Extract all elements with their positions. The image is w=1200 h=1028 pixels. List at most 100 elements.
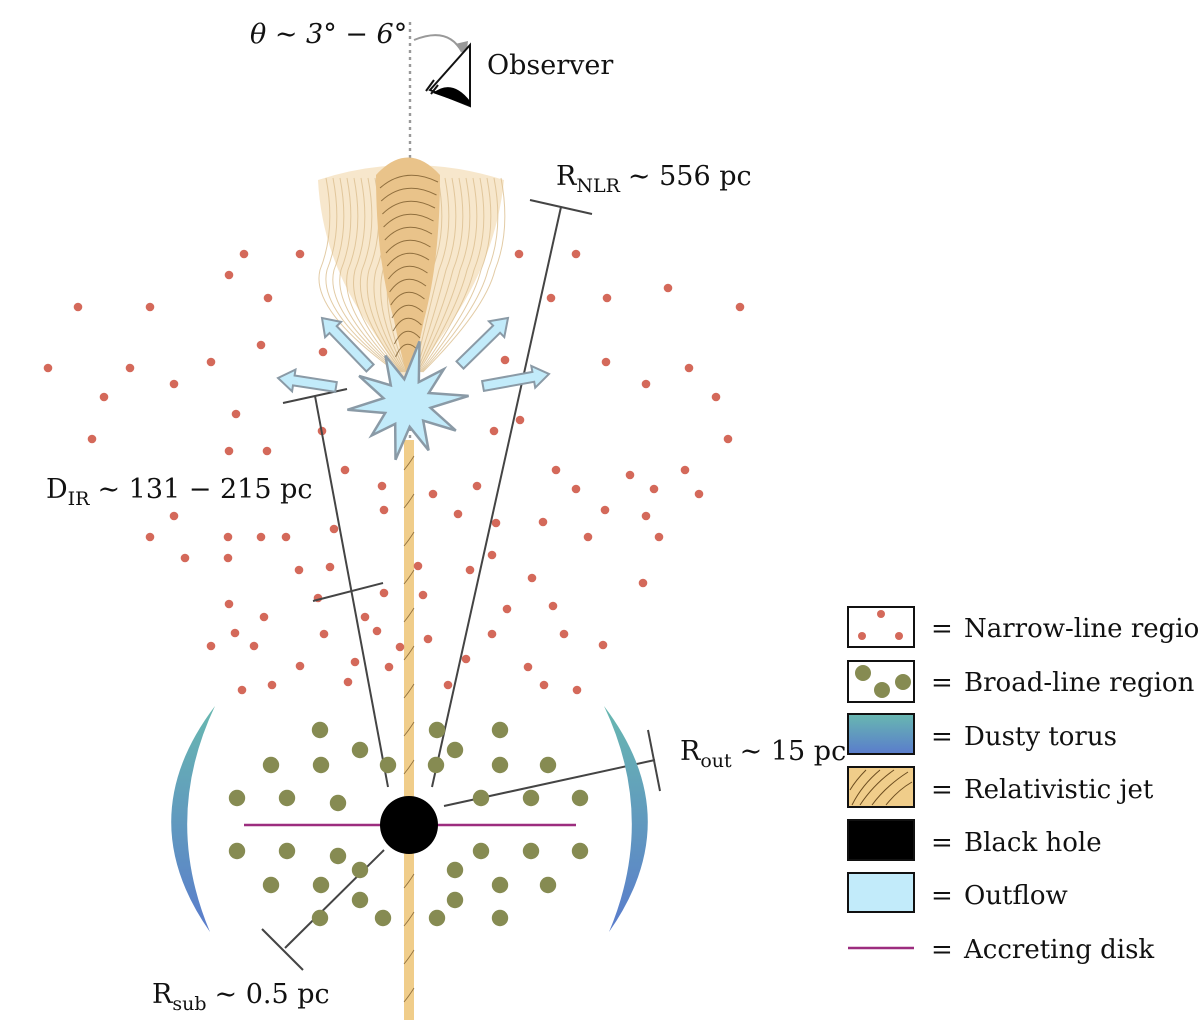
nlr-dot	[224, 270, 234, 280]
nlr-dot	[125, 363, 135, 373]
broad-line-region	[228, 721, 589, 927]
nlr-dot	[487, 550, 497, 560]
blr-dot	[539, 876, 557, 894]
nlr-dot	[224, 446, 234, 456]
outflow-arrow	[276, 367, 338, 394]
nlr-dot	[527, 573, 537, 583]
blr-dot	[539, 756, 557, 774]
nlr-dot	[169, 511, 179, 521]
legend-label-jet: Relativistic jet	[964, 775, 1154, 805]
legend-swatch-torus	[847, 713, 915, 755]
legend-swatch-outflow	[847, 872, 915, 913]
nlr-dot	[230, 628, 240, 638]
legend-item-outflow: = Outflow	[847, 872, 1068, 913]
nlr-dot	[625, 470, 635, 480]
nlr-dot	[638, 578, 648, 588]
blr-dot	[491, 756, 509, 774]
legend-item-torus: = Dusty torus	[847, 713, 1117, 755]
outflow-arrows	[276, 316, 551, 394]
nlr-dot	[491, 518, 501, 528]
nlr-dot	[428, 489, 438, 499]
blr-dot	[278, 842, 296, 860]
legend-label-blr: Broad-line region	[964, 668, 1195, 698]
nlr-dot	[539, 680, 549, 690]
nlr-dot	[206, 357, 216, 367]
nlr-dot	[377, 481, 387, 491]
outflow-starburst	[347, 340, 469, 461]
nlr-dot	[256, 532, 266, 542]
legend-equals: =	[931, 935, 953, 965]
outflow-arrow	[320, 316, 376, 373]
blr-dot	[491, 876, 509, 894]
nlr-dot	[360, 612, 370, 622]
legend-label-bh: Black hole	[964, 828, 1102, 858]
nlr-dot	[99, 392, 109, 402]
nlr-dot	[600, 505, 610, 515]
nlr-dot	[169, 379, 179, 389]
nlr-dot	[295, 661, 305, 671]
nlr-dot	[379, 505, 389, 515]
nlr-dot	[319, 629, 329, 639]
blr-dot	[379, 756, 397, 774]
jet-cone	[318, 157, 506, 378]
blr-dot	[312, 876, 330, 894]
nlr-dot	[443, 680, 453, 690]
observer-arrow	[413, 34, 463, 53]
legend-equals: =	[931, 668, 953, 698]
observer-eye-icon	[425, 42, 471, 108]
nlr-dot	[239, 249, 249, 259]
nlr-dot	[325, 562, 335, 572]
legend-swatch-jet	[847, 766, 915, 808]
blr-dot	[446, 891, 464, 909]
black-hole	[380, 796, 438, 854]
nlr-dot	[180, 553, 190, 563]
blr-dot	[491, 909, 509, 927]
blr-dot	[311, 909, 329, 927]
nlr-dot	[145, 532, 155, 542]
narrow-line-region	[43, 249, 745, 695]
dusty-torus-left	[171, 706, 215, 932]
blr-dot	[351, 891, 369, 909]
blr-dot	[428, 721, 446, 739]
blr-dot	[522, 842, 540, 860]
nlr-dot	[295, 249, 305, 259]
r-sub-label: Rsub∼ 0.5 pc	[152, 979, 330, 1015]
nlr-dot	[223, 532, 233, 542]
legend-equals: =	[931, 614, 953, 644]
nlr-dot	[43, 363, 53, 373]
legend-label-disk: Accreting disk	[963, 935, 1154, 965]
blr-dot	[311, 721, 329, 739]
nlr-dot	[453, 509, 463, 519]
blr-dot	[351, 741, 369, 759]
r-nlr-label: RNLR∼ 556 pc	[556, 161, 752, 197]
blr-dot	[571, 842, 589, 860]
r-out-label: Rout∼ 15 pc	[680, 736, 846, 772]
nlr-dot	[413, 561, 423, 571]
nlr-dot	[379, 588, 389, 598]
blr-dot	[278, 789, 296, 807]
nlr-dot	[649, 484, 659, 494]
d-ir-label: DIR∼ 131 − 215 pc	[46, 474, 313, 510]
nlr-dot	[418, 590, 428, 600]
dusty-torus-right	[604, 706, 648, 932]
blr-dot	[228, 789, 246, 807]
nlr-dot	[515, 415, 525, 425]
blr-dot	[472, 789, 490, 807]
nlr-dot	[318, 347, 328, 357]
nlr-dot	[224, 599, 234, 609]
jet-core	[376, 157, 440, 372]
nlr-dot	[206, 641, 216, 651]
legend-equals: =	[931, 775, 953, 805]
nlr-dot	[237, 685, 247, 695]
nlr-dot	[571, 484, 581, 494]
legend: = Narrow-line region = Broad-line region…	[847, 606, 1200, 965]
nlr-dot	[502, 604, 512, 614]
nlr-dot	[487, 629, 497, 639]
nlr-dot	[583, 532, 593, 542]
nlr-dot	[572, 685, 582, 695]
nlr-dot	[602, 293, 612, 303]
nlr-dot	[340, 465, 350, 475]
nlr-dot	[259, 612, 269, 622]
blr-dot	[472, 842, 490, 860]
